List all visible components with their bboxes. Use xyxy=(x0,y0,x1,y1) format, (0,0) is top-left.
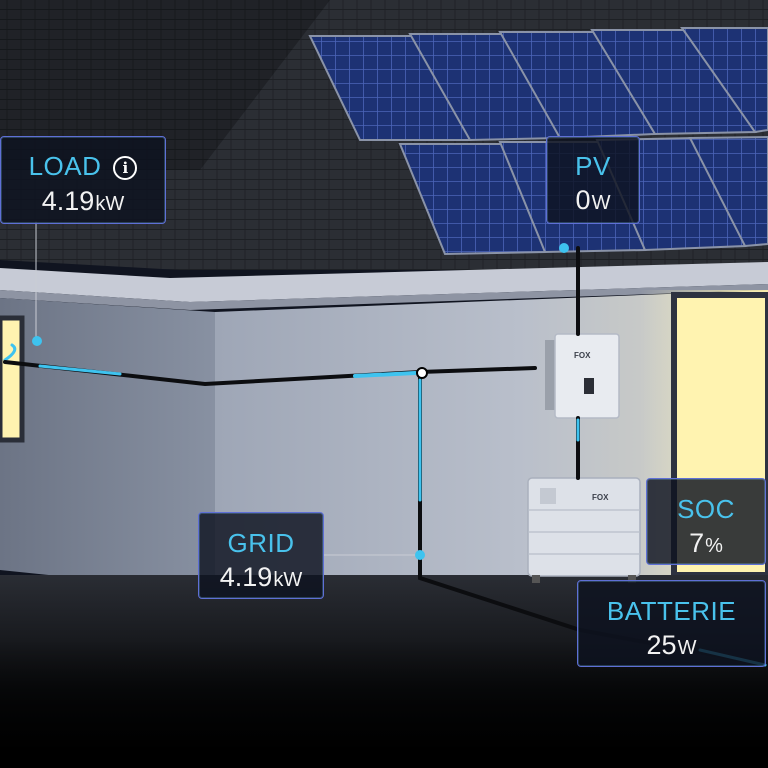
soc-label: SOC xyxy=(677,494,735,524)
roof-shade xyxy=(0,0,330,170)
battery-card[interactable]: BATTERIE 25W xyxy=(577,580,766,667)
load-unit: kW xyxy=(95,193,125,215)
soc-unit: % xyxy=(705,535,723,557)
grid-value-row: 4.19kW xyxy=(199,564,323,591)
battery-logo: FOX xyxy=(592,493,609,502)
battery-stack xyxy=(527,477,641,583)
load-value: 4.19 xyxy=(41,186,95,216)
grid-unit: kW xyxy=(273,569,303,591)
junction-node xyxy=(416,367,428,379)
wall-left xyxy=(0,298,215,592)
battery-unit: W xyxy=(677,637,697,659)
grid-card[interactable]: GRID 4.19kW xyxy=(198,512,324,599)
battery-value-row: 25W xyxy=(578,632,765,659)
battery-value: 25 xyxy=(646,630,677,660)
grid-value: 4.19 xyxy=(219,562,273,592)
pv-value: 0 xyxy=(575,185,591,215)
battery-label: BATTERIE xyxy=(606,596,737,626)
info-icon[interactable]: i xyxy=(113,156,138,180)
soc-value-row: 7% xyxy=(647,530,765,557)
soc-card[interactable]: SOC 7% xyxy=(646,478,766,565)
load-value-row: 4.19kW xyxy=(1,188,165,215)
pv-value-row: 0W xyxy=(547,187,639,214)
load-node xyxy=(32,336,42,346)
pv-node xyxy=(559,243,569,253)
load-label: LOAD xyxy=(28,151,102,181)
pv-unit: W xyxy=(591,192,611,214)
window-left xyxy=(0,315,25,443)
inverter-logo: FOX xyxy=(574,351,591,360)
grid-label: GRID xyxy=(227,528,295,558)
grid-node xyxy=(415,550,425,560)
load-card[interactable]: LOAD i 4.19kW xyxy=(0,136,166,224)
inverter xyxy=(545,333,620,419)
soc-value: 7 xyxy=(689,528,705,558)
pv-card[interactable]: PV 0W xyxy=(546,136,640,224)
pv-label: PV xyxy=(575,151,611,181)
